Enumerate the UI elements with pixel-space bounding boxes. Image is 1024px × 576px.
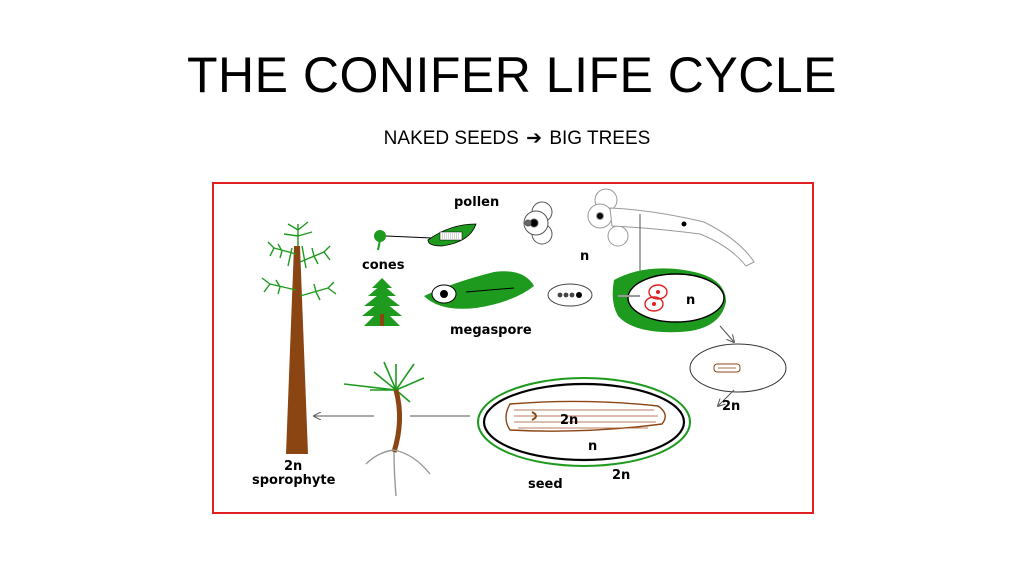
megaspore-label: megaspore [450, 323, 532, 338]
cones-label: cones [362, 258, 405, 273]
seed-tissue-ploidy-label: n [588, 439, 597, 454]
arrow-icon: ➔ [526, 128, 543, 149]
cone-branch-icon [374, 223, 477, 251]
embryo-ploidy-label: 2n [560, 413, 578, 428]
slide-subtitle: NAKED SEEDS ➔ BIG TREES [0, 127, 1024, 150]
seed-label: seed [528, 477, 563, 492]
life-cycle-diagram-svg: 2n sporophyte cones megaspor [252, 188, 787, 497]
slide-title: THE CONIFER LIFE CYCLE [187, 47, 837, 103]
seed-coat-ploidy-label: 2n [612, 468, 630, 483]
seed-icon [477, 377, 691, 467]
pollen-grain-icon [523, 201, 553, 245]
arrow-to-seed-icon [719, 325, 734, 342]
tall-tree-icon [261, 221, 337, 454]
sporophyte-label: sporophyte [252, 473, 336, 488]
small-seed-ploidy-label: 2n [722, 399, 740, 414]
seedling-icon [343, 361, 431, 497]
pollen-ploidy-label: n [580, 249, 589, 264]
megaspore-cone-icon [424, 271, 534, 309]
ovule-ploidy-label: n [686, 293, 695, 308]
small-pine-icon [362, 278, 402, 326]
small-seed-icon [689, 343, 787, 393]
subtitle-right: BIG TREES [549, 128, 651, 149]
pollen-tube-icon [587, 188, 755, 267]
megaspore-cell-icon [547, 283, 593, 307]
tree-ploidy-label: 2n [284, 459, 302, 474]
subtitle-left: NAKED SEEDS [383, 128, 519, 149]
ovule-icon [612, 268, 726, 333]
pollen-label: pollen [454, 195, 499, 210]
arrow-to-big-seed-icon [718, 389, 735, 406]
life-cycle-diagram: 2n sporophyte cones megaspor [212, 182, 814, 514]
